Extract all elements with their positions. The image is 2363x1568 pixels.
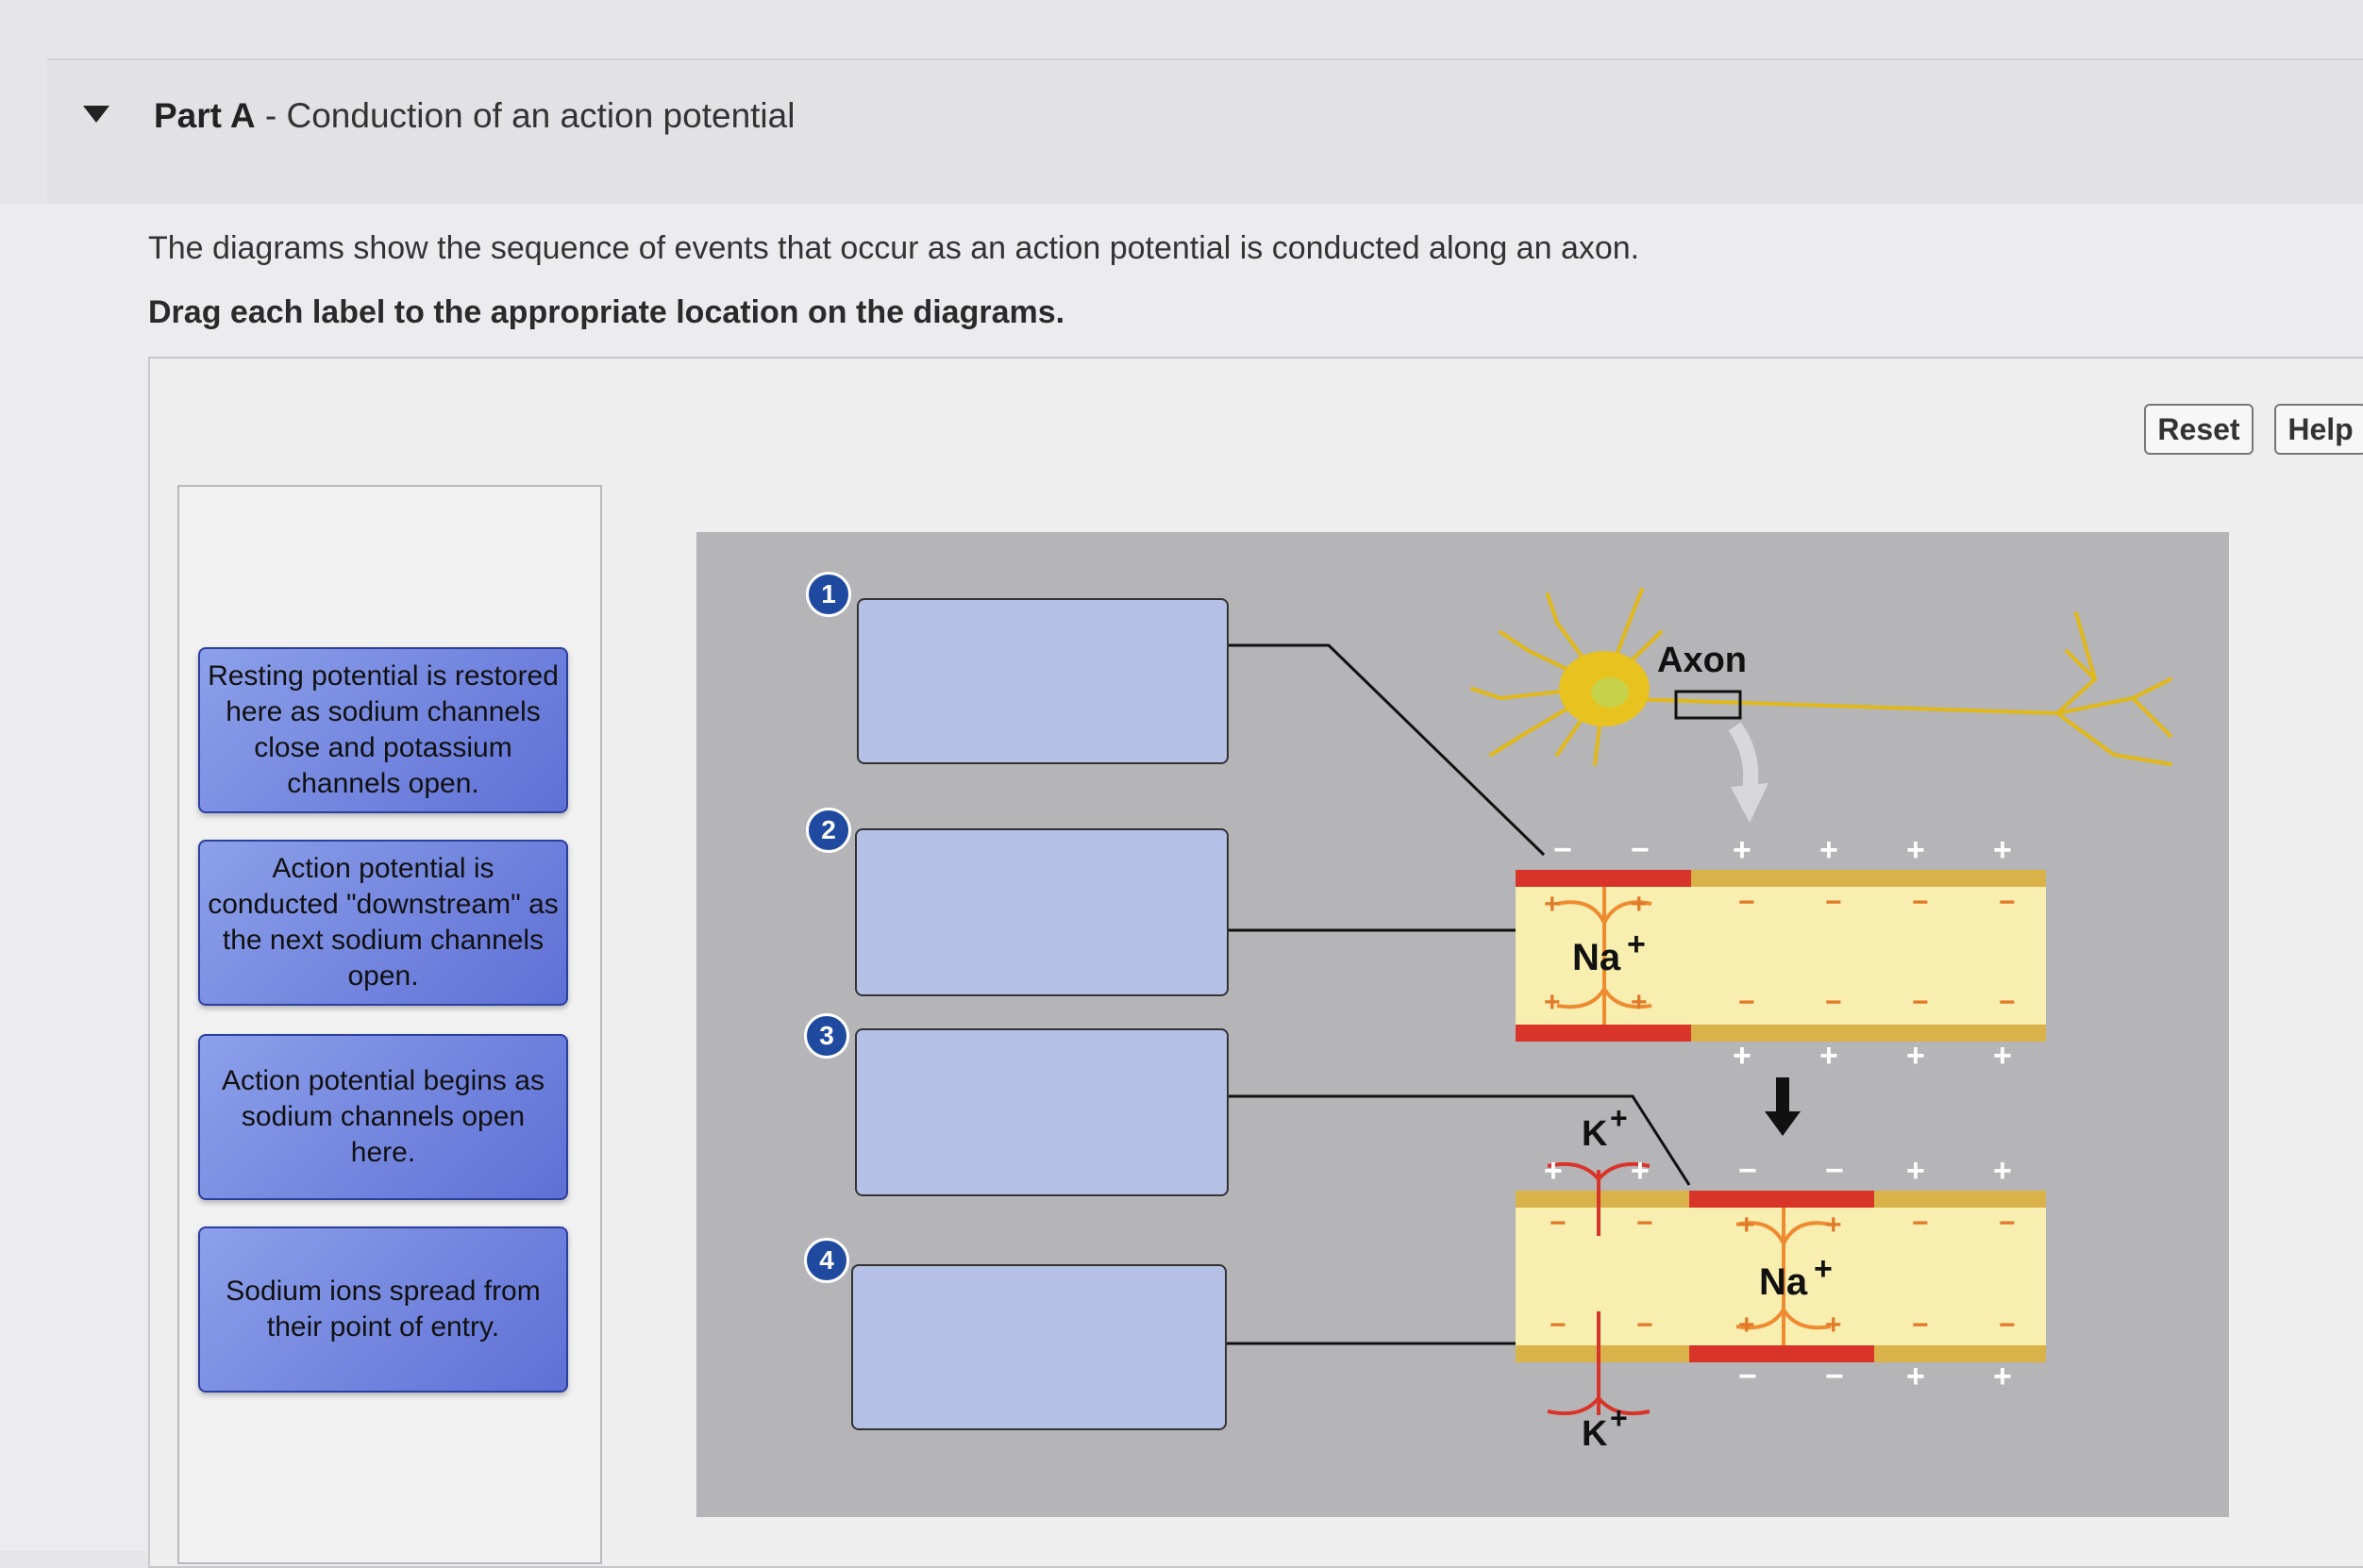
drag-label-ap-begins[interactable]: Action potential begins as sodium channe… bbox=[198, 1034, 568, 1200]
svg-text:−: − bbox=[1550, 1208, 1567, 1239]
drop-target-4[interactable] bbox=[851, 1264, 1227, 1430]
svg-text:+: + bbox=[1814, 1251, 1833, 1287]
k-ion-label-top: K bbox=[1582, 1114, 1608, 1154]
depolarized-zone-top bbox=[1516, 870, 1691, 887]
svg-text:−: − bbox=[1738, 887, 1755, 918]
svg-text:+: + bbox=[1610, 1401, 1628, 1435]
svg-text:+: + bbox=[1906, 832, 1925, 868]
svg-text:−: − bbox=[1912, 1309, 1929, 1341]
svg-text:+: + bbox=[1733, 1038, 1751, 1074]
leader-line-3 bbox=[1227, 1094, 1691, 1186]
depolarized-zone-bottom bbox=[1689, 1191, 1874, 1208]
intro-text: The diagrams show the sequence of events… bbox=[148, 230, 1640, 266]
svg-text:+: + bbox=[1825, 1209, 1842, 1241]
part-separator: - bbox=[255, 96, 287, 135]
leader-line-1 bbox=[1227, 643, 1546, 857]
reset-button[interactable]: Reset bbox=[2144, 404, 2254, 455]
svg-text:−: − bbox=[1825, 887, 1842, 918]
neuron-illustration: Axon bbox=[1470, 588, 2172, 823]
drop-target-2[interactable] bbox=[855, 828, 1229, 996]
svg-text:−: − bbox=[1636, 1208, 1653, 1239]
axon-segment-bottom: Na + K + K + ++ ++ −− ++ −− ++ ++ −− −− … bbox=[1516, 1101, 2046, 1454]
target-number-1: 1 bbox=[806, 572, 851, 617]
axon-segment-top: Na + + + + + − − + + + + + + + + − − − − − − − − bbox=[1516, 832, 2046, 1074]
axon-label: Axon bbox=[1657, 641, 1747, 680]
svg-text:+: + bbox=[1631, 987, 1648, 1018]
svg-text:+: + bbox=[1906, 1359, 1925, 1394]
svg-text:+: + bbox=[1993, 1153, 2012, 1189]
svg-text:−: − bbox=[1912, 887, 1929, 918]
help-button[interactable]: Help bbox=[2274, 404, 2363, 455]
part-title[interactable]: Part A - Conduction of an action potenti… bbox=[154, 96, 795, 136]
svg-text:+: + bbox=[1631, 1153, 1650, 1189]
svg-text:−: − bbox=[1636, 1309, 1653, 1341]
svg-text:−: − bbox=[1738, 1359, 1757, 1394]
svg-text:+: + bbox=[1544, 987, 1561, 1018]
part-header[interactable] bbox=[47, 62, 2363, 204]
instruction-text: Drag each label to the appropriate locat… bbox=[148, 294, 1065, 330]
svg-text:−: − bbox=[1825, 1153, 1844, 1189]
target-number-3: 3 bbox=[804, 1013, 849, 1059]
svg-text:−: − bbox=[1738, 987, 1755, 1018]
svg-text:−: − bbox=[1999, 987, 2016, 1018]
k-ion-label-bottom: K bbox=[1582, 1414, 1608, 1454]
svg-text:−: − bbox=[1553, 832, 1572, 868]
svg-text:−: − bbox=[1999, 1208, 2016, 1239]
svg-text:−: − bbox=[1738, 1153, 1757, 1189]
svg-text:−: − bbox=[1825, 1359, 1844, 1394]
collapse-triangle-icon[interactable] bbox=[83, 106, 109, 123]
na-ion-label-bottom: Na bbox=[1759, 1261, 1808, 1303]
drag-label-conducted-downstream[interactable]: Action potential is conducted "downstrea… bbox=[198, 840, 568, 1006]
svg-text:−: − bbox=[1550, 1309, 1567, 1341]
svg-text:+: + bbox=[1733, 832, 1751, 868]
svg-text:+: + bbox=[1544, 889, 1561, 920]
drag-label-sodium-spread[interactable]: Sodium ions spread from their point of e… bbox=[198, 1226, 568, 1393]
svg-text:−: − bbox=[1912, 1208, 1929, 1239]
drop-target-1[interactable] bbox=[857, 598, 1229, 764]
top-divider bbox=[47, 58, 2363, 60]
svg-text:+: + bbox=[1825, 1309, 1842, 1341]
na-ion-label-top: Na bbox=[1572, 937, 1621, 978]
part-label: Part A bbox=[154, 96, 256, 135]
svg-text:+: + bbox=[1906, 1153, 1925, 1189]
svg-text:−: − bbox=[1999, 1309, 2016, 1341]
svg-text:+: + bbox=[1631, 889, 1648, 920]
svg-text:+: + bbox=[1819, 832, 1838, 868]
drag-label-resting-restored[interactable]: Resting potential is restored here as so… bbox=[198, 647, 568, 813]
svg-text:−: − bbox=[1825, 987, 1842, 1018]
svg-text:+: + bbox=[1906, 1038, 1925, 1074]
down-arrow-icon bbox=[1765, 1077, 1801, 1136]
target-number-2: 2 bbox=[806, 808, 851, 853]
svg-text:−: − bbox=[1999, 887, 2016, 918]
svg-text:−: − bbox=[1912, 987, 1929, 1018]
svg-text:+: + bbox=[1738, 1309, 1755, 1341]
svg-text:+: + bbox=[1819, 1038, 1838, 1074]
svg-text:+: + bbox=[1610, 1101, 1628, 1135]
svg-text:+: + bbox=[1544, 1153, 1563, 1189]
svg-text:−: − bbox=[1631, 832, 1650, 868]
svg-text:+: + bbox=[1738, 1209, 1755, 1241]
axon-zoom-box bbox=[1674, 690, 1742, 720]
svg-text:+: + bbox=[1993, 832, 2012, 868]
target-number-4: 4 bbox=[804, 1238, 849, 1283]
svg-text:+: + bbox=[1993, 1359, 2012, 1394]
drop-target-3[interactable] bbox=[855, 1028, 1229, 1196]
svg-text:+: + bbox=[1627, 926, 1646, 962]
svg-text:+: + bbox=[1993, 1038, 2012, 1074]
part-title-text: Conduction of an action potential bbox=[286, 96, 796, 135]
